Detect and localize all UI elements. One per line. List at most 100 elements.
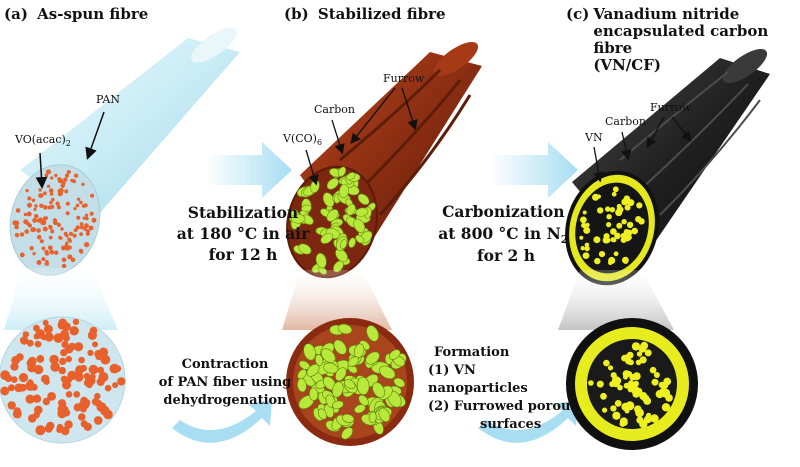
particle	[663, 389, 670, 396]
particle	[19, 252, 25, 258]
particle	[57, 178, 64, 184]
particle	[32, 394, 42, 403]
step-stabilization-line3: for 12 h	[208, 245, 278, 264]
particle	[649, 366, 657, 374]
particle	[341, 427, 354, 440]
particle	[65, 241, 69, 245]
particle	[650, 414, 659, 423]
particle	[620, 419, 628, 426]
particle	[34, 214, 39, 219]
particle	[38, 188, 42, 192]
particle	[15, 353, 24, 361]
magnify-cone-c	[558, 270, 674, 330]
particle	[30, 227, 36, 233]
particle	[608, 260, 613, 266]
particle	[609, 207, 615, 213]
particle	[54, 250, 59, 255]
label-carbon-b: Carbon	[314, 103, 355, 116]
particle	[36, 355, 45, 363]
pointer-vn	[593, 146, 604, 183]
particle	[584, 245, 590, 252]
particle	[41, 219, 47, 225]
particle	[78, 400, 88, 410]
particle	[94, 350, 103, 358]
magnify-cone-a	[4, 268, 118, 330]
particle	[633, 380, 639, 387]
particle	[97, 366, 105, 374]
particle	[70, 257, 76, 263]
particle	[61, 341, 69, 349]
particle	[317, 408, 327, 420]
panel-title-a: (a) As-spun fibre	[4, 6, 148, 23]
particle	[43, 378, 50, 385]
particle	[88, 225, 94, 231]
particle	[636, 202, 643, 209]
particle	[298, 243, 312, 255]
particle	[27, 223, 32, 228]
particle	[79, 232, 83, 237]
label-v-co: V(CO)6	[282, 132, 322, 147]
particle	[54, 173, 58, 178]
particle	[626, 221, 634, 229]
particle	[596, 380, 604, 388]
particle	[36, 260, 42, 265]
particle	[84, 213, 89, 217]
particle	[114, 365, 122, 373]
particle	[29, 246, 34, 251]
particle	[0, 386, 10, 396]
particle	[14, 383, 24, 393]
particle	[34, 340, 42, 348]
particle	[73, 391, 81, 398]
particle	[68, 239, 72, 243]
particle	[623, 195, 631, 202]
particle	[303, 343, 316, 361]
particle	[39, 203, 44, 208]
particle	[355, 234, 365, 244]
particle	[663, 377, 672, 386]
particle	[47, 392, 56, 401]
particle	[51, 197, 55, 202]
particle	[73, 207, 77, 211]
particle	[593, 236, 601, 244]
particle	[75, 203, 80, 208]
particle	[92, 341, 98, 348]
particle	[87, 349, 94, 356]
particle	[48, 235, 53, 240]
particle	[75, 225, 81, 230]
panel-name-b: Stabilized fibre	[317, 5, 446, 23]
zoom-a-particles	[0, 318, 126, 436]
particle	[65, 211, 70, 216]
step-contraction: Contraction of PAN fiber using dehydroge…	[155, 356, 295, 410]
particle	[661, 403, 671, 412]
step-carbonization: Carbonization at 800 °C in N2 for 2 h	[438, 202, 574, 265]
particle	[49, 200, 53, 205]
fibre-b-top-cap	[433, 41, 479, 77]
particle	[36, 228, 41, 233]
particle	[41, 246, 46, 251]
particle	[74, 173, 79, 178]
pointer-carbon-b	[331, 119, 345, 155]
pointer-furrow-c-2	[671, 116, 692, 143]
particle	[91, 217, 97, 223]
particle	[632, 390, 640, 398]
particle	[96, 377, 105, 386]
particle	[64, 189, 69, 194]
particle	[321, 348, 336, 364]
particle	[606, 222, 612, 228]
particle	[378, 407, 391, 423]
fibre-b-group	[286, 41, 482, 279]
label-carbon-c: Carbon	[605, 115, 646, 128]
particle	[34, 204, 38, 208]
particle	[88, 364, 99, 375]
panel-name-c-line2: encapsulated carbon fibre	[593, 22, 769, 57]
particle	[43, 205, 48, 210]
particle	[339, 239, 348, 249]
magnify-cone-b	[282, 270, 392, 330]
particle	[331, 400, 344, 410]
particle	[72, 318, 80, 326]
particle	[65, 355, 73, 363]
particle	[77, 413, 86, 421]
particle	[600, 392, 607, 400]
particle	[79, 225, 85, 230]
